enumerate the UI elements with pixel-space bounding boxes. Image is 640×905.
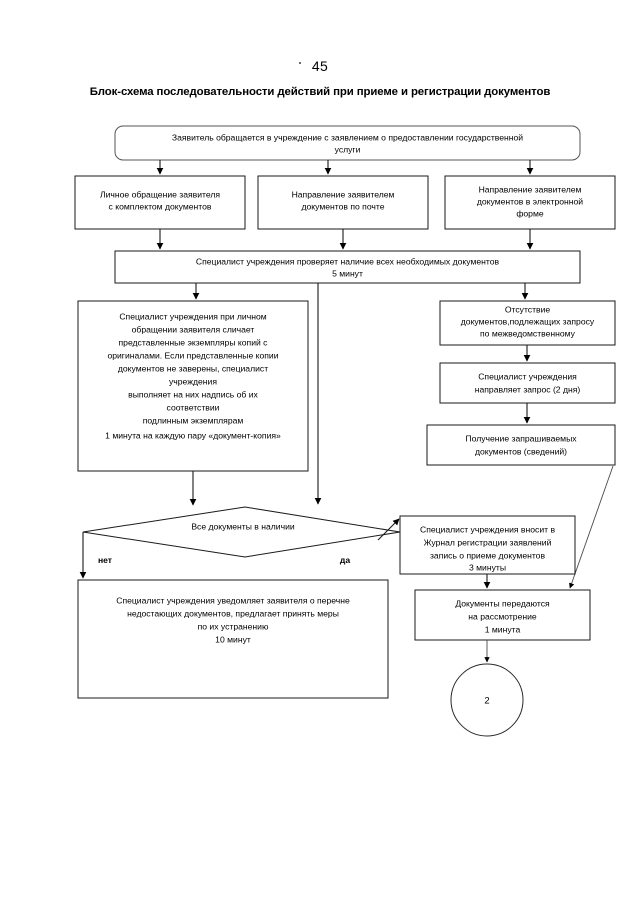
node-check-documents bbox=[114, 250, 581, 284]
node-missing-line-1: документов,подлежащих запросу bbox=[461, 316, 595, 326]
node-receive-line-0: Получение запрашиваемых bbox=[465, 433, 577, 443]
node-notify-line-2: по их устранению bbox=[198, 621, 269, 631]
node-channel-electronic-line-0: Направление заявителем bbox=[479, 184, 582, 194]
node-channel-electronic bbox=[444, 175, 616, 230]
node-send-request-line-0: Специалист учреждения bbox=[478, 371, 577, 381]
node-missing-interdepartmental bbox=[439, 300, 616, 346]
node-missing-line-0: Отсутствие bbox=[505, 304, 551, 314]
node-register-line-1: Журнал регистрации заявлений bbox=[424, 537, 552, 547]
node-channel-electronic-line-2: форме bbox=[516, 208, 544, 218]
node-channel-mail bbox=[257, 175, 429, 230]
node-receive-documents bbox=[426, 424, 616, 466]
node-transfer-line-0: Документы передаются bbox=[455, 598, 550, 608]
node-channel-personal-line-1: с комплектом документов bbox=[109, 201, 212, 211]
node-channel-electronic-line-1: документов в электронной bbox=[477, 196, 583, 206]
node-transfer-line-2: 1 минута bbox=[485, 624, 521, 634]
branch-label-yes: да bbox=[340, 555, 350, 565]
page-title: Блок-схема последовательности действий п… bbox=[89, 86, 551, 98]
node-channel-mail-line-0: Направление заявителем bbox=[292, 189, 395, 199]
node-register-line-2: запись о приеме документов bbox=[430, 550, 545, 560]
node-channel-mail-line-1: документов по почте bbox=[301, 201, 384, 211]
node-compare-copies-line-5: учреждения bbox=[169, 376, 217, 386]
node-compare-copies-line-6: выполняет на них надпись об их bbox=[128, 389, 258, 399]
node-send-request-line-1: направляет запрос (2 дня) bbox=[475, 384, 581, 394]
node-connector-2 bbox=[450, 663, 524, 737]
node-compare-copies-line-1: обращении заявителя сличает bbox=[132, 324, 255, 334]
node-channel-personal bbox=[74, 175, 246, 230]
node-transfer-documents bbox=[414, 589, 591, 641]
node-compare-copies-line-8: подлинным экземплярам bbox=[143, 415, 244, 425]
node-send-request bbox=[439, 362, 616, 404]
page-number-dot bbox=[299, 62, 301, 64]
node-decision-all-documents bbox=[82, 506, 401, 558]
node-notify-line-1: недостающих документов, предлагает приня… bbox=[127, 608, 339, 618]
node-missing-line-2: по межведомственному bbox=[480, 328, 576, 338]
node-compare-copies-line-3: оригиналами. Если представленные копии bbox=[107, 350, 278, 360]
node-notify-line-0: Специалист учреждения уведомляет заявите… bbox=[116, 595, 350, 605]
node-decision-label: Все документы в наличии bbox=[191, 521, 295, 531]
page-number: 45 bbox=[311, 58, 329, 74]
node-start-line-1: услуги bbox=[335, 144, 361, 154]
node-compare-copies-line-2: представленные экземпляры копий с bbox=[119, 337, 269, 347]
node-compare-copies-line-4: документов не заверены, специалист bbox=[118, 363, 268, 373]
node-start bbox=[114, 125, 581, 161]
node-compare-copies bbox=[77, 300, 309, 472]
node-register-line-0: Специалист учреждения вносит в bbox=[420, 524, 555, 534]
edge-decision-yes bbox=[377, 518, 400, 541]
node-notify-missing bbox=[77, 579, 389, 699]
node-compare-copies-line-0: Специалист учреждения при личном bbox=[119, 311, 266, 321]
node-notify-line-3: 10 минут bbox=[215, 634, 251, 644]
node-connector-2-label: 2 bbox=[484, 696, 489, 707]
node-compare-copies-line-7: соответствии bbox=[167, 402, 220, 412]
node-compare-copies-line-9: 1 минута на каждую пару «документ-копия» bbox=[105, 430, 281, 440]
node-register-journal bbox=[399, 515, 576, 575]
node-channel-personal-line-0: Личное обращение заявителя bbox=[100, 189, 220, 199]
node-register-line-3: 3 минуты bbox=[469, 562, 506, 572]
node-receive-line-1: документов (сведений) bbox=[475, 446, 567, 456]
node-check-documents-line-1: 5 минут bbox=[332, 268, 363, 278]
node-check-documents-line-0: Специалист учреждения проверяет наличие … bbox=[196, 256, 500, 266]
edge-receive-to-transfer bbox=[569, 465, 614, 589]
branch-label-no: нет bbox=[98, 555, 112, 565]
node-start-line-0: Заявитель обращается в учреждение с заяв… bbox=[172, 132, 523, 142]
node-transfer-line-1: на рассмотрение bbox=[468, 611, 537, 621]
